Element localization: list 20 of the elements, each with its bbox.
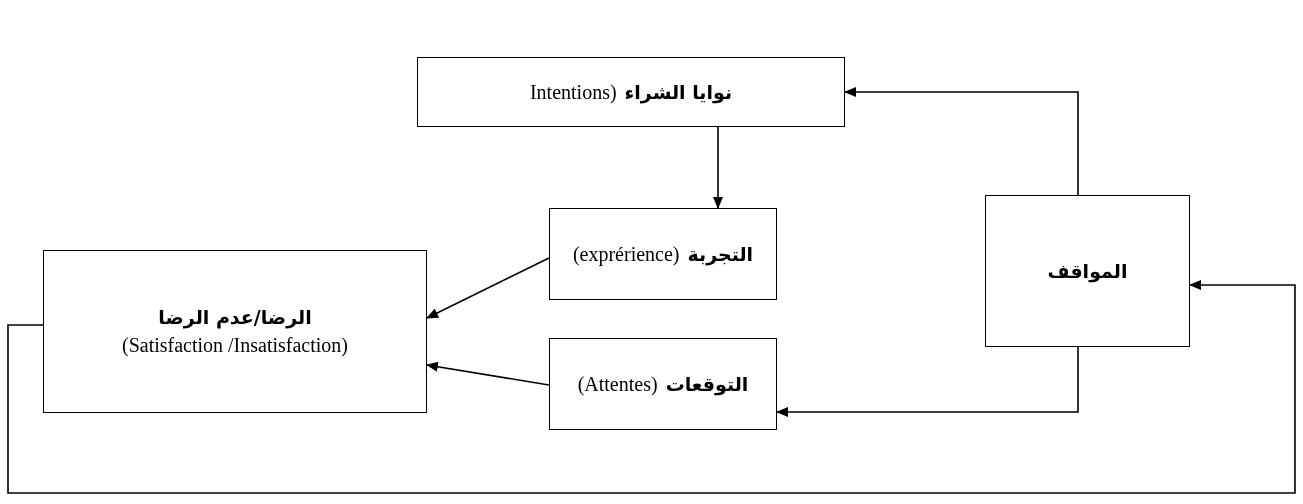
arrow bbox=[713, 126, 723, 209]
process-box bbox=[985, 195, 1190, 347]
box-title: الرضا/عدم الرضا bbox=[158, 306, 312, 328]
box-title: التوقعات bbox=[665, 373, 749, 395]
box-title: المواقف bbox=[1047, 260, 1128, 282]
arrow bbox=[844, 87, 1079, 196]
process-box bbox=[549, 338, 777, 430]
arrow bbox=[7, 280, 1296, 494]
arrow bbox=[426, 257, 550, 319]
arrow bbox=[426, 361, 550, 386]
arrow bbox=[776, 346, 1079, 417]
process-box bbox=[43, 250, 427, 413]
box-subtitle: (Attentes) bbox=[577, 372, 658, 396]
process-box bbox=[549, 208, 777, 300]
box-title: نوايا الشراء bbox=[624, 81, 733, 103]
box-title: التجربة bbox=[687, 243, 754, 265]
box-subtitle: (exprérience) bbox=[572, 242, 680, 266]
box-subtitle: Intentions) bbox=[529, 80, 617, 104]
box-subtitle: (Satisfaction /Insatisfaction) bbox=[121, 334, 348, 357]
process-box bbox=[417, 57, 845, 127]
